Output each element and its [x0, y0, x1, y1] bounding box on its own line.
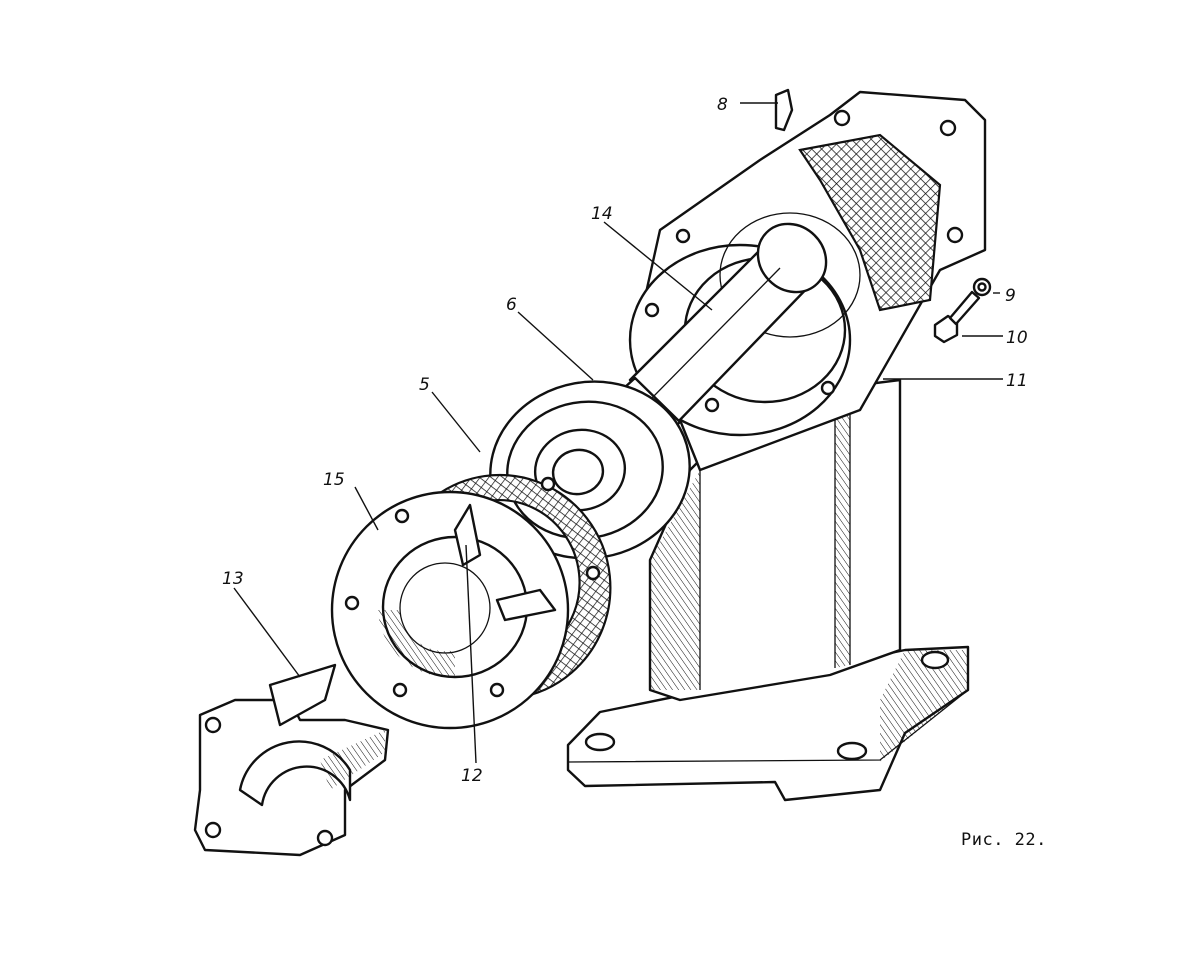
grease-nipple-8 [774, 88, 794, 132]
split-bracket-13 [193, 663, 390, 857]
leader-lines [233, 102, 1003, 764]
callout-15: 15 [323, 470, 345, 490]
callout-6: 6 [506, 295, 517, 315]
bearing-6 [489, 380, 691, 560]
callout-13: 13 [222, 569, 244, 589]
flange-cover-15 [330, 490, 570, 730]
seal-12 [453, 503, 557, 622]
washer-9 [972, 277, 992, 297]
callout-8: 8 [717, 95, 728, 115]
callout-9: 9 [1005, 286, 1016, 306]
callout-14: 14 [591, 204, 613, 224]
callout-5: 5 [419, 375, 430, 395]
figure-caption: Рис. 22. [961, 830, 1047, 850]
callout-10: 10 [1006, 328, 1028, 348]
bolt-10 [933, 290, 981, 344]
callout-11: 11 [1006, 371, 1028, 391]
callout-12: 12 [461, 766, 483, 786]
